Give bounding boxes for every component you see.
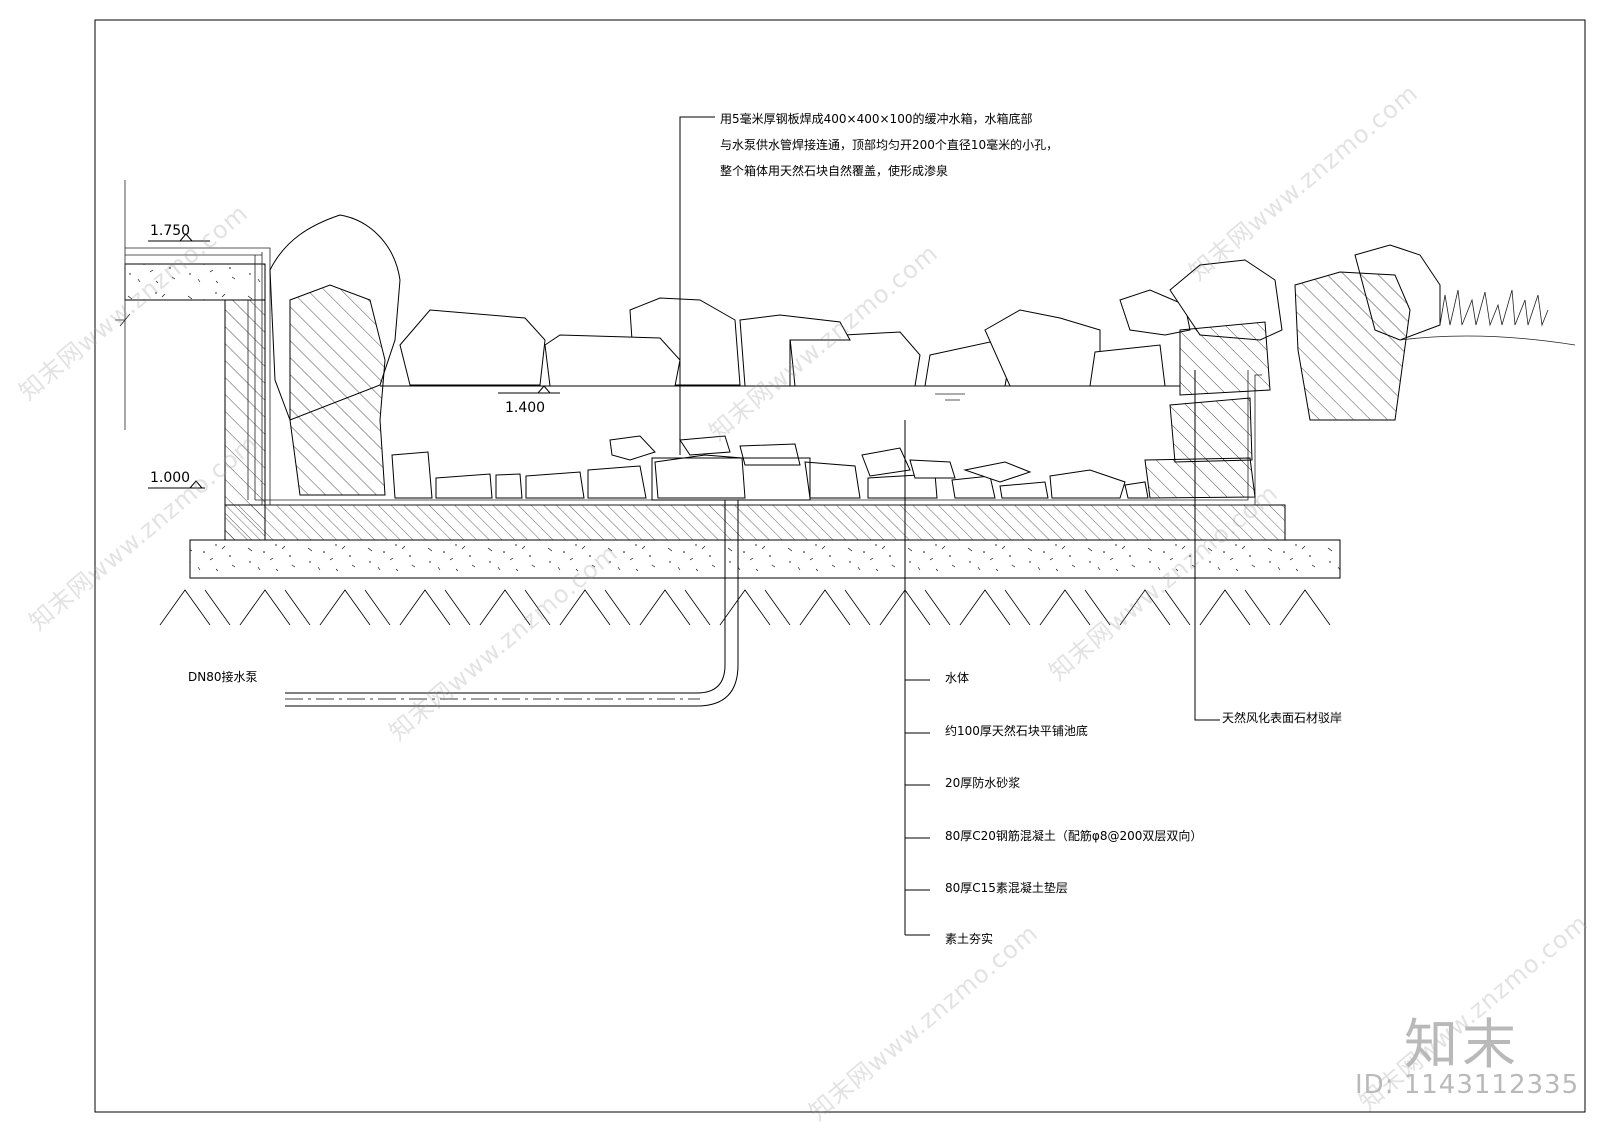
elevation-markers (148, 233, 560, 489)
layer-label-6: 素土夯实 (945, 932, 994, 946)
grass (1399, 289, 1576, 346)
hatched-rocks (289, 271, 1411, 499)
watermark-logo: 知末 (1404, 1013, 1520, 1076)
drawing-frame (94, 19, 1586, 1113)
supply-pipe (285, 500, 739, 707)
elevation-top-wall: 1.750 (150, 223, 191, 239)
elevation-water-level: 1.400 (505, 400, 546, 416)
tank-note-line-1: 用5毫米厚钢板焊成400×400×100的缓冲水箱，水箱底部 (720, 112, 1033, 126)
tank-note-line-2: 与水泵供水管焊接连通，顶部均匀开200个直径10毫米的小孔， (720, 138, 1059, 152)
leader-lines (679, 116, 1220, 936)
layer-label-2: 约100厚天然石块平铺池底 (945, 724, 1088, 738)
watermark-id: ID: 1143112335 (1355, 1070, 1580, 1100)
buffer-tank (651, 457, 811, 501)
layer-label-5: 80厚C15素混凝土垫层 (945, 881, 1068, 895)
layer-label-4: 80厚C20钢筋混凝土（配筋φ8@200双层双向） (945, 829, 1203, 843)
pool-slab (189, 370, 1341, 579)
layer-label-3: 20厚防水砂浆 (945, 776, 1021, 790)
layer-label-1: 水体 (945, 671, 970, 685)
tank-note-line-3: 整个箱体用天然石块自然覆盖，使形成渗泉 (720, 164, 949, 178)
compacted-soil (159, 589, 1331, 626)
pool-bottom-stones (391, 435, 1149, 499)
revetment-label: 天然风化表面石材驳岸 (1222, 711, 1343, 725)
pipe-label: DN80接水泵 (188, 670, 258, 684)
elevation-pool-base: 1.000 (150, 470, 191, 486)
